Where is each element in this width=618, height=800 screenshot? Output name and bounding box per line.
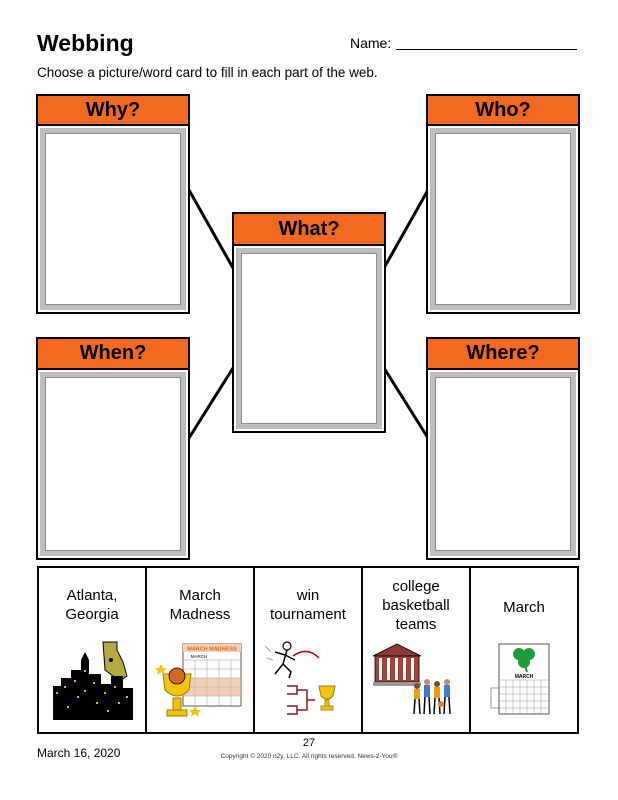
page-number: 27 [302, 737, 316, 749]
card-label-line: win [296, 587, 320, 604]
card-label-line: Madness [169, 606, 231, 623]
card-march[interactable]: March MARCH [471, 568, 577, 732]
where-card-slot[interactable] [430, 372, 576, 556]
card-label: Atlanta, Georgia [39, 586, 145, 624]
card-march-madness[interactable]: March Madness MARCH MADNESS MARCH [147, 568, 255, 732]
why-card-slot[interactable] [40, 128, 186, 310]
where-box[interactable]: Where? [426, 337, 580, 560]
calendar-month-text: MARCH [191, 654, 208, 659]
runner-bracket-trophy-icon [264, 641, 336, 715]
who-card-slot[interactable] [430, 128, 576, 310]
card-label-line: college [392, 578, 440, 595]
what-box[interactable]: What? [232, 212, 386, 433]
card-label-line: tournament [270, 606, 346, 623]
card-label: win tournament [255, 586, 361, 624]
what-header: What? [234, 214, 384, 246]
why-box[interactable]: Why? [36, 94, 190, 314]
who-box[interactable]: Who? [426, 94, 580, 314]
where-card-slot-inner [435, 377, 571, 551]
when-box[interactable]: When? [36, 337, 190, 560]
copyright-notice: Copyright © 2020 n2y, LLC. All rights re… [220, 753, 398, 760]
college-building-players-icon [372, 643, 451, 715]
why-card-slot-inner [45, 133, 181, 305]
card-label: college basketball teams [363, 577, 469, 634]
march-calendar-shamrock-icon: MARCH [490, 643, 550, 715]
card-label: March [471, 598, 577, 617]
when-card-slot[interactable] [40, 372, 186, 556]
calendar-header-text: MARCH MADNESS [187, 647, 237, 653]
card-label: March Madness [147, 586, 253, 624]
card-label-line: Atlanta, [66, 587, 118, 604]
who-card-slot-inner [435, 133, 571, 305]
card-label-line: March [503, 599, 545, 616]
page-title: Webbing [37, 30, 134, 56]
atlanta-skyline-georgia-map-icon [53, 641, 133, 720]
card-label-line: Georgia [65, 606, 119, 623]
card-college-basketball-teams[interactable]: college basketball teams [363, 568, 471, 732]
footer-date: March 16, 2020 [37, 746, 121, 760]
why-header: Why? [38, 96, 188, 126]
card-label-line: March [179, 587, 221, 604]
what-card-slot[interactable] [236, 248, 382, 429]
when-card-slot-inner [45, 377, 181, 551]
what-card-slot-inner [241, 253, 377, 424]
picture-word-cards: Atlanta, Georgia [37, 566, 579, 734]
when-header: When? [38, 339, 188, 370]
where-header: Where? [428, 339, 578, 370]
who-header: Who? [428, 96, 578, 126]
card-label-line: teams [395, 616, 437, 633]
name-label: Name: [350, 35, 392, 51]
instructions: Choose a picture/word card to fill in ea… [37, 65, 378, 80]
card-atlanta-georgia[interactable]: Atlanta, Georgia [39, 568, 147, 732]
name-field-line[interactable] [396, 49, 577, 50]
march-madness-calendar-trophy-icon: MARCH MADNESS MARCH [155, 643, 242, 717]
card-win-tournament[interactable]: win tournament [255, 568, 363, 732]
card-label-line: basketball [382, 597, 450, 614]
calendar-month-text: MARCH [515, 674, 534, 680]
